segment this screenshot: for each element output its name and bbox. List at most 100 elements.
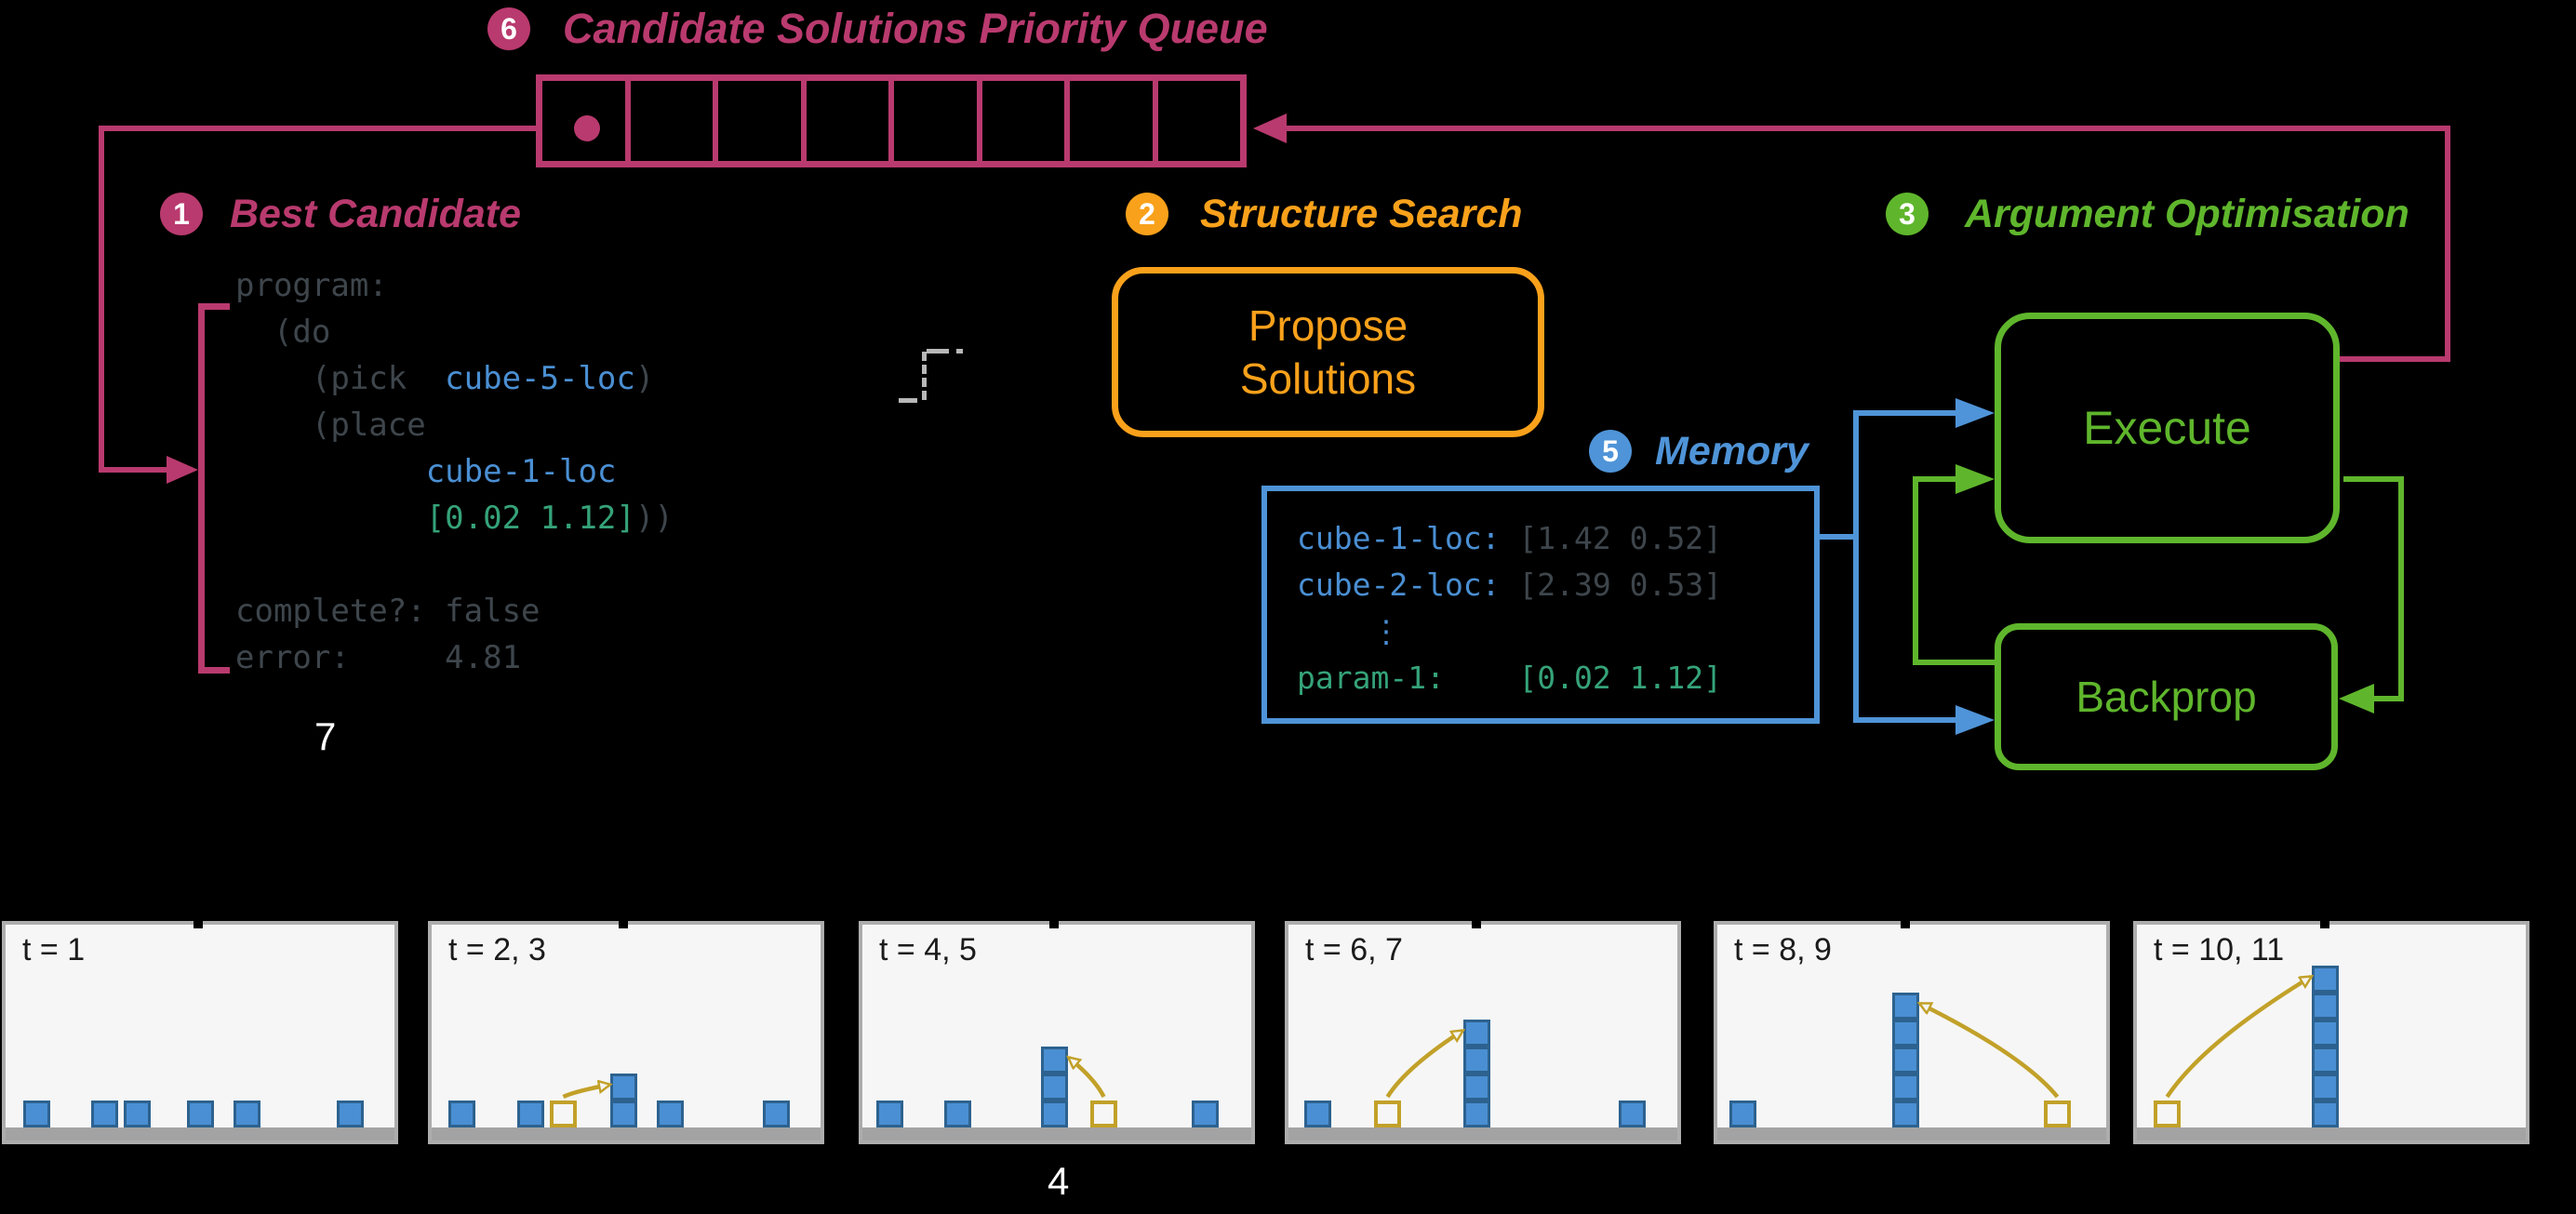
memory-key: cube-2-loc: [1297, 567, 1501, 603]
cube [1892, 1074, 1919, 1101]
queue-cell [1158, 81, 1241, 161]
ground-bar [862, 1127, 1251, 1141]
queue-title: Candidate Solutions Priority Queue [563, 5, 1268, 52]
code-bracket [198, 303, 205, 674]
ground-bar [2137, 1127, 2526, 1141]
memory-out-line [1820, 534, 1859, 540]
priority-queue [536, 74, 1247, 167]
execute-to-queue-line-top [1287, 126, 2450, 131]
cube-outline [2044, 1101, 2071, 1127]
cube-outline [1090, 1101, 1117, 1127]
memory-label: Memory [1655, 429, 1809, 474]
cube [1192, 1101, 1219, 1127]
execute-box: Execute [1995, 313, 2340, 543]
cube [1463, 1074, 1490, 1101]
code-token: program: [235, 267, 388, 304]
queue-cell [631, 81, 718, 161]
code-block: program: (do (pick cube-5-loc) (place cu… [235, 262, 674, 681]
memory-value: [2.39 0.53] [1500, 567, 1722, 603]
cube [234, 1101, 260, 1127]
cube [91, 1101, 118, 1127]
panel-top-tick [194, 921, 203, 928]
code-line: complete?: false [235, 588, 674, 634]
ground-bar [432, 1127, 821, 1141]
cube [1892, 1047, 1919, 1074]
execute-label: Execute [2083, 402, 2251, 454]
memory-to-backprop-line [1859, 717, 1955, 723]
queue-head-dot [574, 115, 600, 141]
memory-rows: cube-1-loc: [1.42 0.52] cube-2-loc: [2.39… [1297, 515, 1814, 701]
cube [124, 1101, 151, 1127]
backprop-box: Backprop [1995, 623, 2338, 770]
cube [23, 1101, 50, 1127]
memory-box: cube-1-loc: [1.42 0.52] cube-2-loc: [2.39… [1261, 486, 1820, 724]
arrow-into-queue [1253, 113, 1287, 143]
code-token: (pick [235, 360, 446, 397]
cube [448, 1101, 475, 1127]
cube [337, 1101, 364, 1127]
dashed-cursor-icon [922, 352, 927, 400]
memory-branch-line [1853, 410, 1859, 723]
memory-value: [1.42 0.52] [1500, 520, 1722, 556]
code-token: ) [634, 360, 655, 397]
code-line: (pick cube-5-loc) [235, 355, 674, 402]
panel-top-tick [2320, 921, 2329, 928]
timeline-panel: t = 6, 7 [1285, 921, 1681, 1144]
cube [944, 1101, 971, 1127]
dashed-cursor-icon [899, 398, 917, 403]
cube [1041, 1074, 1068, 1101]
backprop-label: Backprop [2075, 673, 2257, 721]
execute-to-backprop-stub [2374, 696, 2404, 701]
ground-bar [1717, 1127, 2106, 1141]
arrow-into-best-candidate [167, 456, 198, 484]
cube [1463, 1020, 1490, 1047]
cube [2312, 1020, 2339, 1047]
panel-top-tick [1472, 921, 1481, 928]
timeline-panel: t = 1 [2, 921, 398, 1144]
panel-top-tick [1901, 921, 1910, 928]
execute-to-queue-line-stub [2340, 356, 2450, 362]
annotation-number-7: 7 [314, 714, 337, 758]
code-line: (do [235, 309, 674, 355]
memory-key: cube-1-loc: [1297, 520, 1501, 556]
panel-label: t = 1 [22, 932, 86, 967]
panel-label: t = 2, 3 [448, 932, 546, 967]
cube [657, 1101, 684, 1127]
arrow-into-backprop-blue [1955, 705, 1995, 735]
cube [517, 1101, 544, 1127]
code-token: error: 4.81 [235, 639, 522, 676]
cube [1892, 1020, 1919, 1047]
cube [2312, 1101, 2339, 1127]
cube [1892, 1101, 1919, 1127]
cube-outline [1374, 1101, 1401, 1127]
execute-out-line [2343, 476, 2404, 482]
cube [1892, 993, 1919, 1020]
best-candidate-label: Best Candidate [230, 192, 522, 236]
backprop-out-line [1918, 660, 1995, 665]
memory-row: param-1: [0.02 1.12] [1297, 655, 1814, 701]
panel-label: t = 4, 5 [879, 932, 977, 967]
cube [876, 1101, 903, 1127]
annotation-number-4: 4 [1048, 1159, 1070, 1203]
panel-top-tick [619, 921, 628, 928]
code-token: complete?: false [235, 593, 541, 630]
queue-out-line-top [101, 126, 536, 131]
step-badge-6: 6 [487, 7, 530, 50]
arrow-into-backprop-green [2339, 684, 2374, 714]
cube [2312, 966, 2339, 993]
cube [2312, 1047, 2339, 1074]
queue-cell [1070, 81, 1158, 161]
timeline-panel: t = 10, 11 [2133, 921, 2529, 1144]
queue-cell [894, 81, 982, 161]
code-line [235, 541, 674, 588]
code-bracket-top-serif [198, 303, 230, 310]
queue-cell [807, 81, 894, 161]
code-token: [0.02 1.12] [425, 500, 635, 537]
timeline-panel: t = 8, 9 [1714, 921, 2110, 1144]
panel-label: t = 8, 9 [1734, 932, 1832, 967]
structure-search-label: Structure Search [1200, 192, 1523, 236]
propose-label-line1: Propose [1248, 301, 1408, 351]
step-badge-3: 3 [1886, 193, 1929, 235]
cube [2312, 1074, 2339, 1101]
